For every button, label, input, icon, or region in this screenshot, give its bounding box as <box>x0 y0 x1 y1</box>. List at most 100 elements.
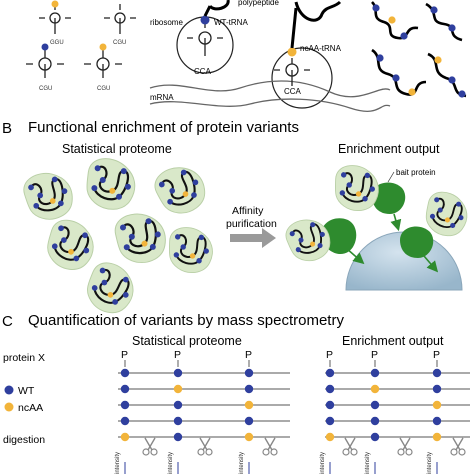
ncaa-residue-dot <box>107 291 114 298</box>
trna-icon <box>26 43 64 78</box>
protein-cell <box>86 158 136 210</box>
ribosome-subunit <box>271 47 333 109</box>
anticodon-label: CGU <box>97 86 110 92</box>
wt-residue-dot <box>340 172 347 178</box>
free-trna-group <box>26 0 136 78</box>
wt-residue-dot <box>173 432 183 442</box>
wt-residue-dot <box>123 244 130 251</box>
ncaa-trna-label: ncAA-tRNA <box>300 44 342 53</box>
wt-residue-dot <box>432 384 442 394</box>
legend-wt-label: WT <box>18 385 35 397</box>
peak-axis-label: intensity <box>239 452 245 474</box>
ribosome-scheme: polypeptide ribosome WT-tRNA ncAA-tRNA m… <box>149 0 391 112</box>
protein-cell <box>87 262 134 314</box>
mrna-strand <box>149 80 391 98</box>
wt-residue-dot <box>173 368 183 378</box>
phospho-label: P <box>245 349 252 361</box>
cca-label: CCA <box>194 67 212 76</box>
wt-residue-dot <box>145 218 152 225</box>
peptide-rows <box>118 368 470 442</box>
purification-label: purification <box>226 218 277 230</box>
peak-axis-label: intensity <box>115 452 121 474</box>
wt-residue-dot <box>73 255 80 262</box>
ncaa-residue-dot <box>173 384 183 394</box>
wt-residue-dot <box>434 197 440 203</box>
wt-residue-dot <box>370 432 380 442</box>
wt-residue-dot <box>99 267 106 274</box>
phospho-label: P <box>433 349 440 361</box>
wt-residue-dot <box>244 384 254 394</box>
phospho-label: P <box>326 349 333 361</box>
ncaa-residue-dot <box>109 187 116 194</box>
wt-trna-label: WT-tRNA <box>214 18 248 27</box>
protein-x-label: protein X <box>3 352 45 364</box>
protein-cell <box>425 191 468 237</box>
wt-residue-dot <box>364 172 371 179</box>
wt-residue-dot <box>180 169 187 176</box>
wt-residue-dot <box>437 207 443 213</box>
wt-residue-dot <box>28 184 34 191</box>
wt-residue-dot <box>37 192 44 199</box>
affinity-purification-arrow <box>230 228 276 248</box>
ncaa-residue-dot <box>325 432 335 442</box>
enriched-protein-cells <box>285 165 468 262</box>
cca-label: CCA <box>284 87 302 96</box>
wt-residue-dot <box>173 416 183 426</box>
protein-cell <box>23 172 73 220</box>
wt-residue-dot <box>33 202 40 209</box>
ncaa-residue-dot <box>310 241 316 247</box>
wt-residue-dot <box>169 187 176 194</box>
wt-residue-dot <box>346 182 352 188</box>
wt-residue-dot <box>432 368 442 378</box>
anticodon-label: CGU <box>113 40 126 46</box>
scissors-icon <box>262 437 278 456</box>
protein-cell <box>285 219 331 262</box>
wt-residue-dot <box>456 201 462 207</box>
protein-cell <box>114 213 166 264</box>
trna-icon <box>84 43 122 78</box>
mrna-strand <box>149 98 391 112</box>
wt-residue-dot <box>429 213 436 219</box>
wt-residue-dot <box>173 400 183 410</box>
scissors-icon <box>450 437 466 456</box>
wt-residue-dot <box>94 165 101 172</box>
wt-residue-dot <box>200 15 210 25</box>
wt-residue-dot <box>244 368 254 378</box>
legend-ncaa-label: ncAA <box>18 402 43 414</box>
wt-residue-dot <box>174 234 181 240</box>
wt-residue-dot <box>124 183 131 190</box>
wt-residue-dot <box>122 276 129 283</box>
wt-residue-dot <box>458 215 464 221</box>
ncaa-residue-dot <box>444 217 451 223</box>
panel-b-right-title: Enrichment output <box>338 142 440 156</box>
bait-protein <box>400 226 434 258</box>
wt-residue-dot <box>149 243 156 250</box>
wt-residue-dot <box>317 243 323 249</box>
panel-b-letter: B <box>2 120 12 137</box>
wt-residue-dot <box>99 176 106 183</box>
wt-residue-dot <box>120 368 130 378</box>
wt-residue-dot <box>158 181 165 188</box>
trna-icon <box>104 4 136 34</box>
ncaa-residue-dot <box>370 384 380 394</box>
protein-cell <box>168 227 213 273</box>
wt-residue-dot <box>122 292 129 298</box>
wt-residue-dot <box>450 222 456 229</box>
panel-a: GGU CGU CGU CGU polypeptide ribosome WT <box>26 0 467 112</box>
wt-residue-dot <box>83 247 90 254</box>
wt-residue-dot <box>61 188 68 195</box>
protein-cell <box>154 167 206 214</box>
wt-residue-dot <box>298 237 304 243</box>
panel-c-letter: C <box>2 313 13 330</box>
wt-residue-dot <box>196 258 202 264</box>
panel-c-title: Quantification of variants by mass spect… <box>28 312 344 329</box>
polypeptide-chain <box>294 0 342 22</box>
protein-cell <box>334 165 379 211</box>
ncaa-residue-dot <box>120 432 130 442</box>
wt-residue-dot <box>154 231 161 238</box>
bait-protein-label: bait protein <box>396 168 436 177</box>
affinity-label: Affinity <box>232 205 264 217</box>
ncaa-residue-dot <box>355 191 362 197</box>
wt-residue-dot <box>289 231 295 237</box>
wt-residue-dot <box>370 368 380 378</box>
